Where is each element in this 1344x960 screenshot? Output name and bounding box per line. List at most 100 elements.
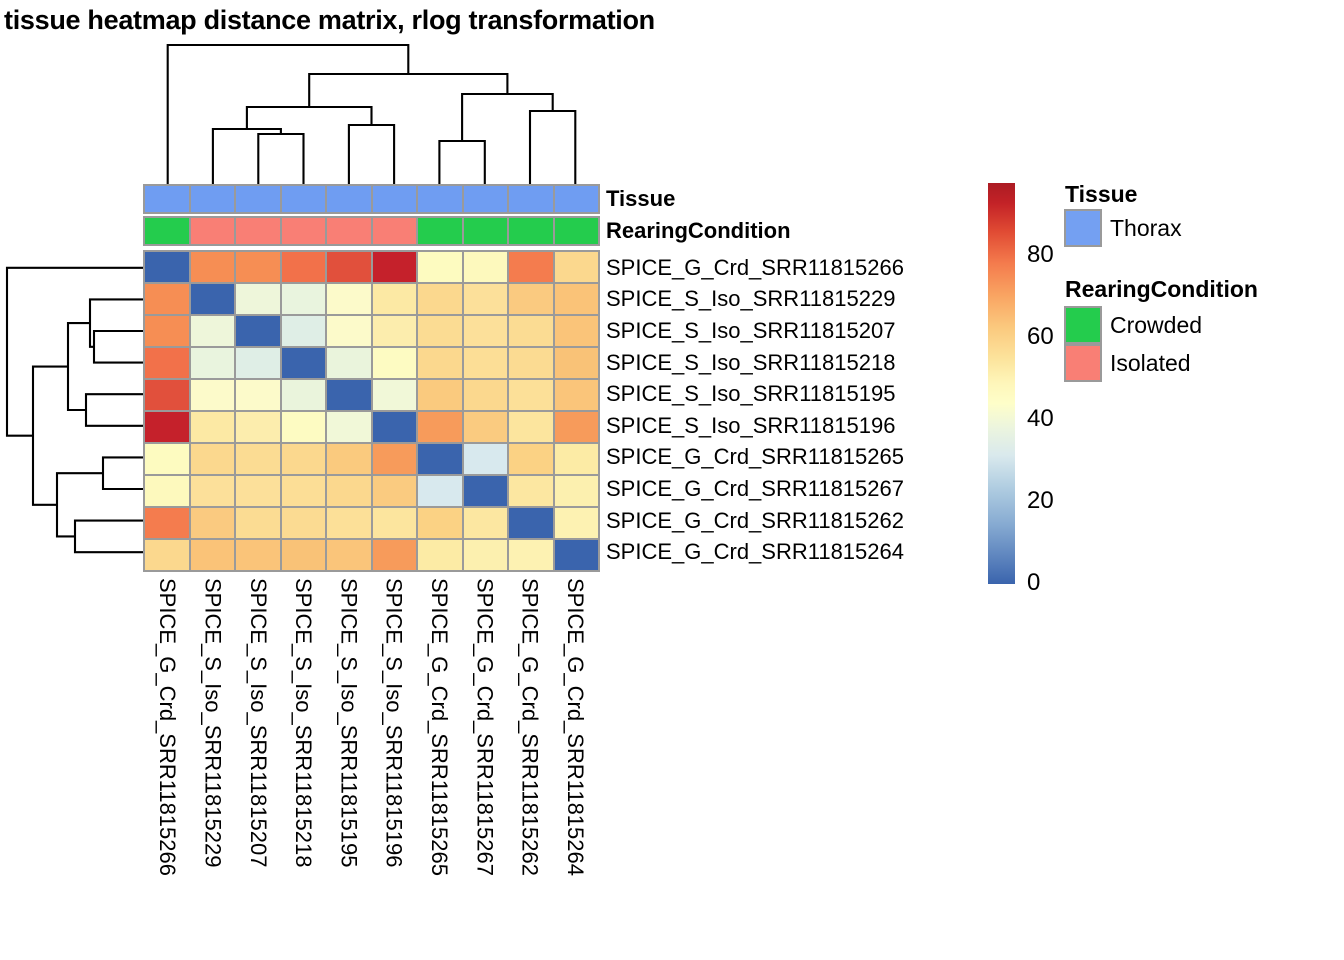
heatmap-cell — [372, 444, 416, 474]
heatmap-cell — [463, 412, 507, 442]
tissue-annotation-cell — [463, 186, 507, 212]
tissue-annotation-cell — [509, 186, 553, 212]
heatmap-cell — [509, 508, 553, 538]
heatmap-cell — [372, 540, 416, 570]
row-dendrogram-branch — [73, 519, 143, 554]
column-label: SPICE_S_Iso_SRR11815196 — [381, 578, 407, 868]
rearing-annotation-cell — [145, 218, 189, 244]
heatmap-cell — [372, 380, 416, 410]
rearing-annotation-label: RearingCondition — [606, 218, 791, 243]
column-dendrogram-branch — [257, 132, 305, 184]
heatmap-cell — [190, 380, 234, 410]
heatmap-cell — [372, 316, 416, 346]
heatmap-cell — [327, 540, 371, 570]
heatmap-cell — [236, 284, 280, 314]
column-label: SPICE_G_Crd_SRR11815265 — [426, 578, 452, 876]
legend-swatch — [1064, 344, 1102, 382]
heatmap-cell — [418, 380, 462, 410]
heatmap-cell — [145, 476, 189, 506]
heatmap-cell — [418, 348, 462, 378]
heatmap-cell — [509, 444, 553, 474]
heatmap-cell — [190, 252, 234, 282]
heatmap-cell — [145, 284, 189, 314]
heatmap-cell — [281, 284, 325, 314]
colorbar-tick-label: 40 — [1027, 405, 1054, 432]
column-dendrogram-branch — [528, 109, 577, 184]
heatmap-cell — [190, 316, 234, 346]
row-label: SPICE_S_Iso_SRR11815229 — [606, 286, 896, 312]
legend-swatch — [1064, 306, 1102, 344]
row-dendrogram-branch — [31, 365, 68, 506]
heatmap-cell — [418, 508, 462, 538]
row-label: SPICE_S_Iso_SRR11815196 — [606, 412, 896, 438]
row-label: SPICE_S_Iso_SRR11815218 — [606, 349, 896, 375]
row-dendrogram-branch — [55, 472, 103, 538]
column-label: SPICE_G_Crd_SRR11815262 — [517, 578, 543, 876]
heatmap-cell — [327, 284, 371, 314]
heatmap-cell — [554, 380, 598, 410]
heatmap-cell — [236, 316, 280, 346]
column-dendrogram-branch — [211, 127, 282, 184]
tissue-annotation-bar — [143, 184, 600, 214]
tissue-annotation-cell — [190, 186, 234, 212]
heatmap-cell — [281, 252, 325, 282]
column-dendrogram-branch — [438, 139, 486, 184]
heatmap-cell — [327, 476, 371, 506]
tissue-annotation-cell — [372, 186, 416, 212]
heatmap-cell — [509, 252, 553, 282]
heatmap-cell — [236, 508, 280, 538]
heatmap-cell — [327, 508, 371, 538]
heatmap-cell — [327, 316, 371, 346]
legend-swatch — [1064, 209, 1102, 247]
heatmap-cell — [463, 252, 507, 282]
heatmap-cell — [554, 316, 598, 346]
rearing-annotation-cell — [327, 218, 371, 244]
row-dendrogram-branch — [84, 393, 143, 427]
heatmap-cell — [145, 252, 189, 282]
row-label: SPICE_G_Crd_SRR11815266 — [606, 254, 904, 280]
heatmap-cell — [281, 348, 325, 378]
heatmap-cell — [236, 348, 280, 378]
heatmap-cell — [372, 476, 416, 506]
heatmap-cell — [190, 444, 234, 474]
tissue-annotation-cell — [145, 186, 189, 212]
heatmap-cell — [281, 540, 325, 570]
heatmap-cell — [463, 540, 507, 570]
column-label: SPICE_S_Iso_SRR11815218 — [291, 578, 317, 868]
row-label: SPICE_G_Crd_SRR11815265 — [606, 444, 904, 470]
heatmap-cell — [190, 508, 234, 538]
heatmap-cell — [418, 316, 462, 346]
column-label: SPICE_G_Crd_SRR11815267 — [472, 578, 498, 876]
rearing-annotation-cell — [463, 218, 507, 244]
heatmap-cell — [190, 476, 234, 506]
rearing-condition-annotation-bar — [143, 216, 600, 246]
column-label: SPICE_S_Iso_SRR11815195 — [336, 578, 362, 868]
rearing-annotation-cell — [509, 218, 553, 244]
tissue-annotation-cell — [281, 186, 325, 212]
heatmap-cell — [145, 508, 189, 538]
legend-tissue-title: Tissue — [1065, 181, 1138, 207]
legend-rearing-title: RearingCondition — [1065, 276, 1258, 302]
column-label: SPICE_G_Crd_SRR11815264 — [562, 578, 588, 876]
heatmap-cell — [372, 348, 416, 378]
legend-item-label: Thorax — [1110, 215, 1182, 241]
column-label: SPICE_G_Crd_SRR11815266 — [155, 578, 181, 876]
rearing-annotation-cell — [372, 218, 416, 244]
heatmap-cell — [418, 540, 462, 570]
row-label: SPICE_G_Crd_SRR11815264 — [606, 539, 904, 565]
column-label: SPICE_S_Iso_SRR11815229 — [200, 578, 226, 868]
heatmap-cell — [236, 412, 280, 442]
page-title: tissue heatmap distance matrix, rlog tra… — [4, 5, 655, 35]
row-dendrogram-branch — [92, 329, 143, 364]
heatmap-cell — [145, 412, 189, 442]
heatmap-cell — [509, 380, 553, 410]
heatmap-cell — [236, 476, 280, 506]
heatmap-cell — [145, 380, 189, 410]
row-dendrogram-branch — [5, 266, 143, 437]
rearing-annotation-cell — [418, 218, 462, 244]
heatmap-cell — [554, 252, 598, 282]
heatmap-cell — [190, 412, 234, 442]
heatmap-cell — [372, 412, 416, 442]
